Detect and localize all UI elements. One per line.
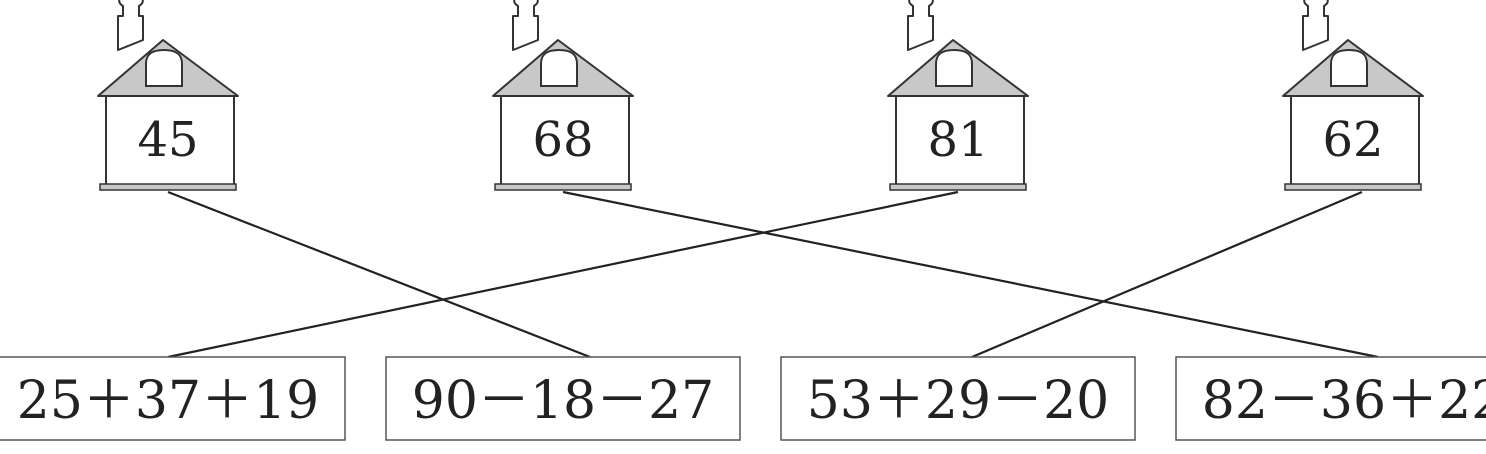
house-2: 68 [492,0,634,191]
connection-lines [167,190,1379,359]
connection-line-4 [971,190,1363,359]
connection-line-2 [562,190,1379,359]
expression-text: 82－36＋22 [1202,371,1486,431]
house-number: 62 [1322,112,1383,168]
expression-box-2: 90－18－27 [385,356,741,441]
expression-text: 53＋29－20 [807,371,1110,431]
expression-box-1: 25＋37＋19 [0,356,346,441]
connection-line-1 [167,190,591,359]
expression-box-3: 53＋29－20 [780,356,1136,441]
expression-box-4: 82－36＋22 [1175,356,1486,441]
expression-text: 90－18－27 [412,371,715,431]
house-number: 81 [927,112,988,168]
connection-line-3 [167,190,959,359]
house-4: 62 [1282,0,1424,191]
house-number: 68 [532,112,593,168]
house-number: 45 [137,112,198,168]
house-1: 45 [97,0,239,191]
house-3: 81 [887,0,1029,191]
expression-text: 25＋37＋19 [17,371,320,431]
